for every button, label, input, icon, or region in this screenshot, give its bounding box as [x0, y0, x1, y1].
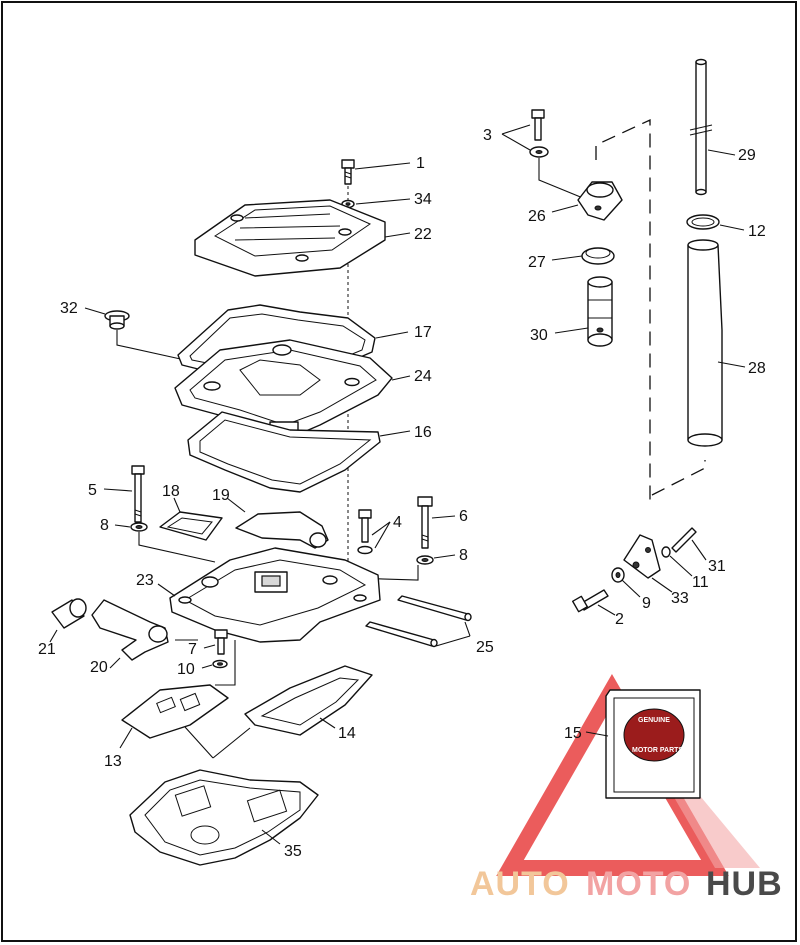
part-14-gasket: [244, 665, 373, 736]
part-15-kit-box: [585, 689, 701, 799]
part-30-lifter: [554, 276, 613, 347]
callout-15: 15: [564, 725, 582, 742]
part-22-rocker-cover: [194, 199, 411, 277]
part-25-rocker-shafts: [365, 595, 472, 648]
watermark-moto: MOTO: [586, 865, 691, 903]
part-19-rocker-arm: [226, 497, 329, 549]
part-9-washer: [611, 567, 641, 598]
part-26-retainer: [551, 181, 623, 221]
part-3-bolt-and-washer: [501, 109, 601, 206]
badge-line2: MOTOR PARTS: [632, 747, 683, 754]
part-18-gasket: [159, 497, 223, 541]
part-7-bolt: [203, 629, 228, 655]
part-20-rocker-arm: [91, 599, 198, 669]
callout-7: 7: [188, 641, 197, 658]
callout-27: 27: [528, 254, 546, 271]
callout-20: 20: [90, 659, 108, 676]
part-33-bracket: [623, 534, 673, 593]
callout-21: 21: [38, 641, 56, 658]
callout-34: 34: [414, 191, 432, 208]
callout-29: 29: [738, 147, 756, 164]
part-6-bolt: [417, 496, 456, 549]
part-35-gasket: [129, 769, 319, 866]
callout-18: 18: [162, 483, 180, 500]
callout-33: 33: [671, 590, 689, 607]
callout-5: 5: [88, 482, 97, 499]
part-13-gasket: [119, 684, 229, 749]
part-2-bolt: [571, 589, 616, 616]
callout-14: 14: [338, 725, 356, 742]
callout-8b: 8: [459, 547, 468, 564]
callout-31: 31: [708, 558, 726, 575]
callout-26: 26: [528, 208, 546, 225]
callout-19: 19: [212, 487, 230, 504]
part-8-washer-left: [114, 522, 216, 563]
part-23-support-plate: [157, 547, 381, 643]
part-5-bolt: [103, 465, 145, 523]
part-12-o-ring: [686, 214, 745, 231]
callout-6: 6: [459, 508, 468, 525]
callout-25: 25: [476, 639, 494, 656]
callout-9: 9: [642, 595, 651, 612]
part-21-bushing: [49, 598, 87, 643]
watermark-logo: AUTO MOTO HUB: [470, 865, 783, 903]
part-34-washer: [341, 198, 411, 209]
part-29-push-rod: [689, 58, 736, 196]
part-4-bolt-and-washer: [357, 509, 391, 555]
callout-30: 30: [530, 327, 548, 344]
callout-1: 1: [416, 155, 425, 172]
callout-35: 35: [284, 843, 302, 860]
watermark-auto: AUTO: [470, 865, 570, 903]
callout-13: 13: [104, 753, 122, 770]
callout-23: 23: [136, 572, 154, 589]
callout-10: 10: [177, 661, 195, 678]
callout-labels: 1 34 22 32 17 24 16 5 18 19 8 4 6 8 23 2…: [38, 127, 766, 860]
part-10-washer: [201, 640, 236, 686]
watermark-hub: HUB: [706, 865, 783, 903]
badge-line1: GENUINE: [638, 717, 670, 724]
part-28-push-rod-tube: [687, 239, 746, 447]
part-16-gasket: [187, 411, 411, 493]
callout-3: 3: [483, 127, 492, 144]
callout-4: 4: [393, 514, 402, 531]
part-31-pin: [671, 527, 707, 561]
part-11-clip: [661, 546, 693, 577]
part-32-plug: [84, 307, 186, 361]
part-1-bolt: [341, 159, 411, 185]
callout-17: 17: [414, 324, 432, 341]
callout-11: 11: [692, 574, 709, 591]
callout-16: 16: [414, 424, 432, 441]
callout-32: 32: [60, 300, 78, 317]
callout-24: 24: [414, 368, 432, 385]
callout-12: 12: [748, 223, 766, 240]
callout-28: 28: [748, 360, 766, 377]
callout-22: 22: [414, 226, 432, 243]
part-27-ring: [551, 247, 615, 265]
callout-8a: 8: [100, 517, 109, 534]
callout-2: 2: [615, 611, 624, 628]
